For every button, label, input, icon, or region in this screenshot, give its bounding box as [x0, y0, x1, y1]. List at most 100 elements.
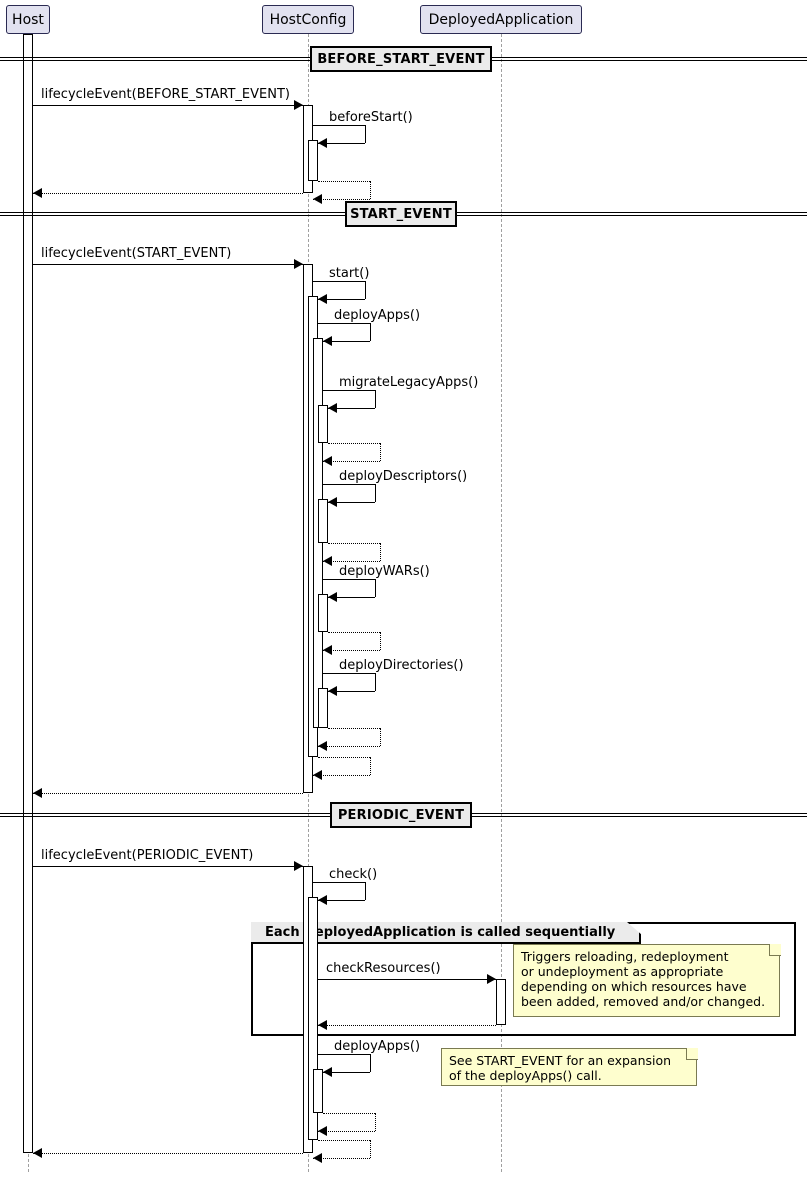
group-header-label: Each DeployedApplication is called seque…: [251, 922, 641, 944]
arrow-head-right: [294, 259, 303, 269]
arrow-head-left: [33, 188, 42, 198]
activation-bar: [318, 688, 328, 728]
self-message-side: [370, 181, 371, 199]
self-message-top: [318, 1054, 370, 1055]
message-line: [33, 264, 303, 265]
activation-bar: [308, 897, 318, 1140]
self-message-bottom: [318, 299, 365, 300]
arrow-head-left: [323, 1067, 332, 1077]
arrow-head-left: [33, 788, 42, 798]
self-message-side: [380, 443, 381, 461]
self-message-bottom: [328, 691, 375, 692]
lifeline-app: [501, 34, 502, 1172]
message-line: [33, 1153, 303, 1154]
self-message-top: [323, 390, 375, 391]
arrow-head-left: [328, 592, 337, 602]
message-line: [33, 193, 303, 194]
self-message-side: [370, 757, 371, 775]
self-message-bottom: [313, 775, 370, 776]
note-note-deployapps: See START_EVENT for an expansion of the …: [441, 1048, 697, 1086]
arrow-head-left: [323, 336, 332, 346]
activation-bar: [496, 979, 506, 1025]
self-message-label: check(): [329, 867, 378, 882]
arrow-head-left: [323, 456, 332, 466]
self-message-side: [380, 728, 381, 746]
activation-bar: [313, 1069, 323, 1113]
self-message-label: beforeStart(): [329, 110, 413, 125]
self-message-label: deployApps(): [334, 308, 421, 323]
arrow-head-left: [318, 1126, 327, 1136]
message-line: [33, 105, 303, 106]
self-message-bottom: [323, 561, 380, 562]
self-message-top: [328, 728, 380, 729]
self-message-top: [318, 757, 370, 758]
self-message-bottom: [313, 1158, 370, 1159]
self-message-top: [323, 673, 375, 674]
divider-start: START_EVENT: [345, 201, 457, 227]
note-fold-corner: [769, 944, 781, 956]
arrow-head-left: [318, 294, 327, 304]
self-message-top: [328, 543, 380, 544]
self-message-side: [370, 1054, 371, 1072]
note-note-checkresources: Triggers reloading, redeployment or unde…: [513, 944, 780, 1017]
self-message-bottom: [318, 900, 365, 901]
arrow-head-left: [318, 741, 327, 751]
arrow-head-left: [318, 138, 327, 148]
message-line: [318, 1025, 496, 1026]
self-message-top: [313, 882, 365, 883]
self-message-bottom: [318, 1131, 375, 1132]
arrow-head-left: [313, 1153, 322, 1163]
self-message-side: [375, 390, 376, 408]
arrow-head-right: [487, 974, 496, 984]
message-label: lifecycleEvent(START_EVENT): [41, 246, 232, 261]
self-message-bottom: [313, 199, 370, 200]
participant-config[interactable]: HostConfig: [262, 5, 354, 34]
self-message-side: [380, 543, 381, 561]
self-message-label: deployApps(): [334, 1039, 421, 1054]
self-message-side: [370, 323, 371, 341]
arrow-head-left: [33, 1148, 42, 1158]
self-message-top: [323, 579, 375, 580]
self-message-label: deployWARs(): [339, 564, 430, 579]
self-message-label: deployDescriptors(): [339, 469, 468, 484]
self-message-top: [318, 181, 370, 182]
divider-before-start: BEFORE_START_EVENT: [310, 46, 492, 72]
note-fold-corner: [686, 1048, 698, 1060]
message-label: lifecycleEvent(PERIODIC_EVENT): [41, 848, 254, 863]
self-message-top: [328, 443, 380, 444]
activation-bar: [318, 594, 328, 632]
arrow-head-right: [294, 861, 303, 871]
self-message-side: [365, 125, 366, 143]
self-message-bottom: [328, 597, 375, 598]
self-message-side: [380, 632, 381, 650]
participant-app[interactable]: DeployedApplication: [420, 5, 582, 34]
self-message-top: [323, 1113, 375, 1114]
self-message-bottom: [328, 502, 375, 503]
participant-host[interactable]: Host: [6, 5, 50, 34]
message-line: [318, 979, 496, 980]
self-message-label: migrateLegacyApps(): [339, 375, 479, 390]
self-message-bottom: [328, 408, 375, 409]
arrow-head-left: [323, 645, 332, 655]
self-message-top: [313, 125, 365, 126]
self-message-side: [375, 673, 376, 691]
self-message-bottom: [323, 650, 380, 651]
self-message-side: [365, 882, 366, 900]
activation-bar: [318, 499, 328, 543]
arrow-head-left: [318, 1020, 327, 1030]
self-message-top: [318, 323, 370, 324]
activation-bar: [23, 34, 33, 1153]
activation-bar: [318, 405, 328, 443]
message-line: [33, 793, 303, 794]
self-message-top: [323, 484, 375, 485]
arrow-head-left: [328, 686, 337, 696]
activation-bar: [308, 140, 318, 181]
arrow-head-left: [318, 895, 327, 905]
message-label: lifecycleEvent(BEFORE_START_EVENT): [41, 87, 290, 102]
message-line: [33, 866, 303, 867]
self-message-bottom: [323, 1072, 370, 1073]
self-message-bottom: [318, 143, 365, 144]
self-message-label: start(): [329, 266, 370, 281]
message-label: checkResources(): [326, 961, 441, 976]
